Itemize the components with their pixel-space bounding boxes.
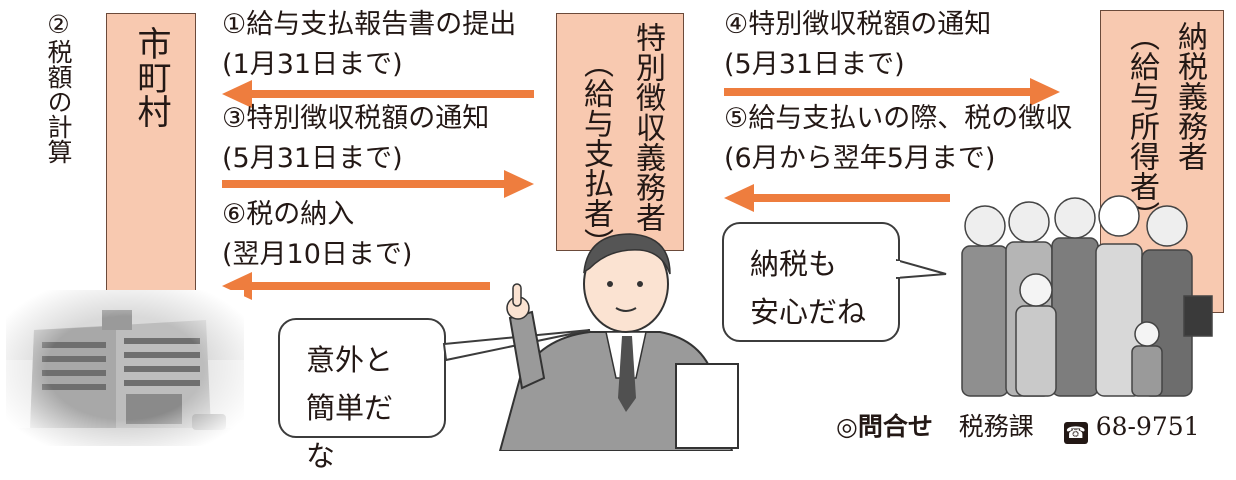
phone-icon: ☎ bbox=[1063, 422, 1088, 444]
municipality-label: 市町村 bbox=[131, 26, 171, 128]
taxpayer-bubble-tail bbox=[896, 258, 947, 280]
arrow-step-4 bbox=[724, 78, 1060, 106]
taxpayer-speech-bubble: 納税も 安心だね bbox=[722, 222, 900, 342]
step-4-line1: ④特別徴収税額の通知 bbox=[724, 9, 992, 40]
employer-speech-bubble: 意外と 簡単だな bbox=[278, 318, 446, 473]
contact-dept: 税務課 bbox=[958, 412, 1034, 441]
employer-sub: （給与支払者） bbox=[578, 48, 613, 258]
municipality-box: 市町村 bbox=[106, 13, 196, 295]
arrow-step-5 bbox=[724, 184, 950, 212]
city-hall-photo bbox=[6, 290, 244, 446]
side-label: ②税額の計算 bbox=[44, 10, 73, 164]
step-3-line1: ③特別徴収税額の通知 bbox=[222, 103, 490, 134]
taxpayer-sub: （給与所得者） bbox=[1124, 21, 1159, 231]
step-5-line2: (6月から翌年5月まで) bbox=[724, 143, 996, 174]
step-5-line1: ⑤給与支払いの際、税の徴収 bbox=[724, 103, 1073, 134]
employer-bubble-line1: 意外と bbox=[306, 343, 394, 377]
side-label-text: 税額の計算 bbox=[44, 39, 73, 164]
contact-phone: 68-9751 bbox=[1095, 412, 1200, 441]
side-label-number: ② bbox=[44, 10, 73, 39]
step-6-line1: ⑥税の納入 bbox=[222, 199, 355, 230]
arrow-step-3 bbox=[222, 170, 534, 198]
contact-info: ◎問合せ 税務課 ☎ 68-9751 bbox=[836, 410, 1200, 444]
employer-illustration bbox=[442, 233, 739, 451]
employer-title: 特別徴収義務者 bbox=[630, 22, 665, 232]
taxpayer-box: 納税義務者 （給与所得者） bbox=[1100, 10, 1224, 313]
step-3-line2: (5月31日まで) bbox=[222, 143, 403, 174]
taxpayer-title: 納税義務者 bbox=[1172, 21, 1207, 171]
step-1-line2: (1月31日まで) bbox=[222, 49, 403, 80]
taxpayer-group-illustration bbox=[961, 195, 1213, 397]
arrow-step-1 bbox=[222, 80, 534, 108]
step-4-line2: (5月31日まで) bbox=[724, 49, 905, 80]
contact-label: ◎問合せ bbox=[836, 412, 933, 441]
employer-box: 特別徴収義務者 （給与支払者） bbox=[556, 13, 684, 258]
taxpayer-bubble-line2: 安心だね bbox=[750, 295, 867, 329]
employer-bubble-line2: 簡単だな bbox=[306, 391, 394, 473]
taxpayer-bubble-line1: 納税も bbox=[750, 247, 838, 281]
step-1-line1: ①給与支払報告書の提出 bbox=[222, 9, 517, 40]
step-6-line2: (翌月10日まで) bbox=[222, 239, 413, 270]
